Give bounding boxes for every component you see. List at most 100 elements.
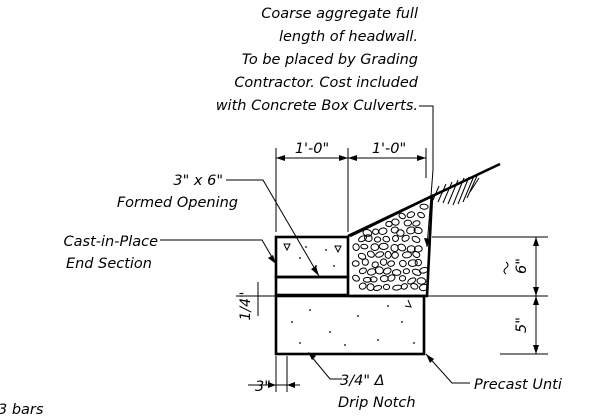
cast-in-place-leader-arrow	[268, 255, 276, 264]
aggregate-stone	[352, 243, 360, 251]
aggregate-stone	[362, 276, 372, 283]
aggregate-stone	[379, 258, 388, 266]
aggregate-stone	[352, 274, 360, 282]
precast-unit-label: Precast Unti	[474, 377, 562, 393]
drip-notch-label: Drip Notch	[338, 395, 416, 411]
bars-note: 3 bars	[0, 402, 44, 417]
cast-in-place-label: Cast-in-Place	[64, 234, 159, 250]
precast-unit	[274, 294, 426, 356]
cast-in-place-leader-line	[160, 239, 277, 265]
aggregate-stone	[398, 212, 406, 220]
aggregate-stone	[358, 282, 367, 290]
aggregate-stone	[412, 220, 421, 227]
aggregate-stone	[366, 250, 375, 258]
aggregate-stone	[413, 226, 423, 235]
aggregate-stone	[370, 243, 380, 252]
coarse-aggregate-leader-line	[419, 105, 434, 248]
precast-unit-leader-arrow	[426, 354, 434, 363]
cast-in-place-end-section	[274, 235, 350, 297]
aggregate-stone	[358, 267, 367, 275]
aggregate-stone	[390, 243, 399, 253]
dimension-top-right: 1'-0"	[372, 141, 406, 157]
aggregate-stone	[383, 267, 392, 275]
aggregate-stone	[403, 219, 412, 227]
aggregate-stone	[392, 284, 403, 291]
aggregate-stone	[407, 259, 418, 267]
aggregate-stone	[357, 252, 367, 260]
aggregate-stone	[351, 260, 360, 267]
aggregate-stone	[406, 211, 416, 219]
aggregate-stone	[360, 243, 369, 250]
aggregate-stone	[387, 260, 395, 267]
dimension-bottom-left: 3"	[255, 379, 271, 395]
aggregate-stone	[418, 266, 429, 274]
aggregate-stone	[414, 258, 422, 267]
bottom-dimension	[248, 356, 300, 392]
aggregate-stone	[401, 234, 410, 242]
aggregate-stone	[382, 283, 391, 291]
aggregate-stone	[406, 245, 416, 253]
coarse-aggregate-line-4: Contractor. Cost included	[234, 75, 418, 91]
aggregate-stone	[418, 283, 429, 292]
aggregate-stone	[358, 235, 367, 243]
aggregate-stone	[384, 250, 392, 259]
aggregate-stone	[410, 282, 419, 290]
aggregate-stone	[378, 242, 389, 250]
top-dimension	[275, 148, 427, 232]
aggregate-stone	[413, 245, 423, 253]
aggregate-stone	[366, 268, 377, 276]
aggregate-stone	[402, 268, 410, 275]
aggregate-stone	[371, 261, 379, 269]
precast-unit-leader-line	[425, 353, 470, 384]
aggregate-stone	[375, 251, 385, 258]
aggregate-stone	[378, 227, 388, 235]
formed-opening-size-label: 3" x 6"	[173, 173, 223, 189]
dimension-right-lower: 5"	[514, 317, 530, 333]
coarse-aggregate-note: Coarse aggregate full length of headwall…	[216, 6, 419, 114]
left-small-dimension	[236, 282, 276, 316]
drip-notch-size-label: 3/4" Δ	[340, 373, 385, 389]
aggregate-stone	[399, 259, 407, 268]
aggregate-stone	[417, 211, 426, 219]
coarse-aggregate-fill	[349, 193, 434, 298]
aggregate-stone	[398, 275, 407, 282]
aggregate-stone	[391, 269, 402, 276]
aggregate-stone	[412, 251, 421, 258]
aggregate-stone	[406, 226, 416, 235]
dimension-right-upper: 6"	[514, 258, 530, 274]
coarse-aggregate-line-5: with Concrete Box Culverts.	[216, 98, 418, 114]
dimension-left-small: 1/4"	[238, 292, 254, 321]
right-dimension	[270, 236, 548, 355]
formed-opening-leader-arrow	[311, 266, 319, 276]
dimension-top-left: 1'-0"	[295, 141, 329, 157]
coarse-aggregate-line-2: length of headwall.	[279, 29, 418, 45]
aggregate-stone	[400, 283, 408, 290]
aggregate-stone	[363, 234, 373, 242]
aggregate-stone	[366, 283, 375, 292]
aggregate-stone	[374, 236, 382, 243]
aggregate-stone	[369, 276, 378, 283]
aggregate-stone	[392, 235, 399, 242]
aggregate-stone	[411, 268, 422, 276]
aggregate-stone	[372, 228, 380, 235]
aggregate-stone	[362, 229, 373, 237]
formed-opening-leader-line	[226, 179, 320, 277]
aggregate-stone	[419, 203, 429, 210]
aggregate-stone	[391, 218, 400, 226]
aggregate-stone	[373, 285, 383, 291]
formed-opening-label: Formed Opening	[117, 195, 238, 211]
aggregate-stone	[391, 251, 399, 259]
aggregate-stone	[397, 243, 407, 252]
aggregate-stone	[402, 251, 412, 259]
aggregate-stone	[379, 274, 389, 283]
aggregate-stone	[396, 229, 405, 237]
drip-notch-leader-line	[310, 355, 342, 380]
aggregate-stone	[411, 235, 421, 243]
coarse-aggregate-line-1: Coarse aggregate full	[261, 6, 418, 22]
aggregate-stone	[382, 235, 391, 243]
end-section-label: End Section	[66, 256, 152, 272]
aggregate-stone	[387, 274, 396, 282]
coarse-aggregate-line-3: To be placed by Grading	[242, 52, 418, 68]
aggregate-stone	[416, 277, 427, 285]
